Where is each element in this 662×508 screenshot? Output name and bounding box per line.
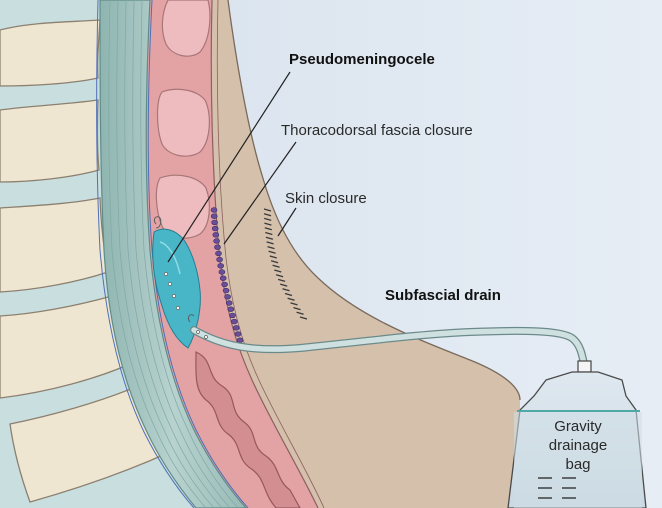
- suture-bead: [211, 208, 217, 213]
- suture-bead: [235, 332, 241, 337]
- suture-bead: [216, 251, 222, 256]
- spinous-process-2: [158, 89, 210, 156]
- suture-bead: [220, 276, 226, 281]
- bag-cap: [578, 361, 591, 372]
- label-bag-line3: bag: [565, 456, 590, 473]
- suture-bead: [226, 301, 232, 306]
- label-pseudomeningocele: Pseudomeningocele: [289, 51, 435, 68]
- suture-bead: [212, 220, 218, 225]
- suture-bead: [223, 288, 229, 293]
- suture-bead: [230, 313, 236, 318]
- suture-bead: [218, 263, 224, 268]
- suture-bead: [212, 226, 218, 231]
- vertebra-1: [0, 20, 100, 86]
- label-subfascial-drain: Subfascial drain: [385, 287, 501, 304]
- vertebra-2: [0, 100, 99, 182]
- label-bag-line2: drainage: [549, 437, 607, 454]
- label-fascia-closure: Thoracodorsal fascia closure: [281, 122, 473, 139]
- suture-bead: [222, 282, 228, 287]
- suture-bead: [225, 294, 231, 299]
- suture-bead: [213, 232, 219, 237]
- suture-bead: [211, 214, 217, 219]
- suture-bead: [233, 325, 239, 330]
- suture-bead: [219, 270, 225, 275]
- suture-bead: [215, 245, 221, 250]
- label-bag-line1: Gravity: [554, 418, 602, 435]
- suture-bead: [237, 338, 243, 343]
- suture-bead: [217, 257, 223, 262]
- suture-bead: [231, 319, 237, 324]
- spinous-process-1: [162, 0, 210, 56]
- suture-bead: [214, 239, 220, 244]
- suture-bead: [228, 307, 234, 312]
- label-skin-closure: Skin closure: [285, 190, 367, 207]
